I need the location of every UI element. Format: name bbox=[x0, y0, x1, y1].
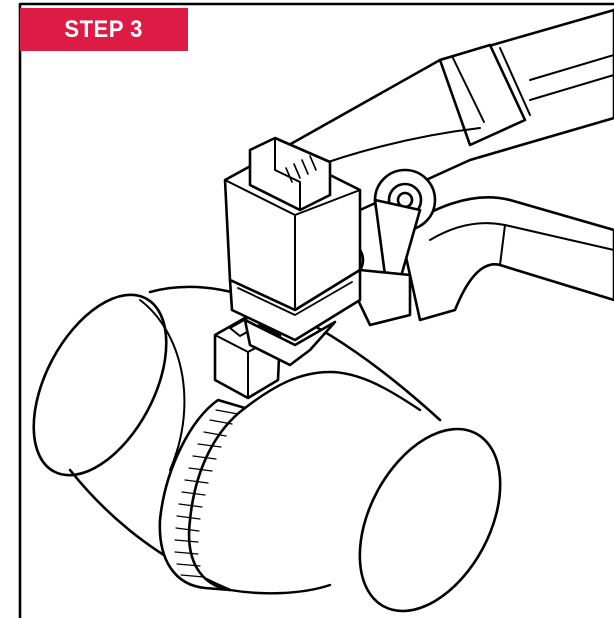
tool-tip bbox=[243, 318, 337, 367]
tensioning-tool bbox=[223, 8, 614, 367]
pipe-right-end bbox=[358, 427, 502, 613]
cable-tie-band bbox=[158, 398, 247, 592]
step-label: STEP 3 bbox=[64, 15, 144, 43]
step-badge: STEP 3 bbox=[20, 8, 188, 51]
tool-grip-band bbox=[438, 43, 527, 147]
cable-tie-teeth bbox=[174, 409, 239, 578]
pipe bbox=[32, 285, 502, 613]
cut-lever bbox=[356, 268, 412, 327]
panel-border bbox=[18, 2, 614, 618]
tool-lower-handle bbox=[398, 196, 614, 322]
tool-nose-collar bbox=[228, 268, 362, 342]
pipe-left-end bbox=[32, 293, 168, 477]
